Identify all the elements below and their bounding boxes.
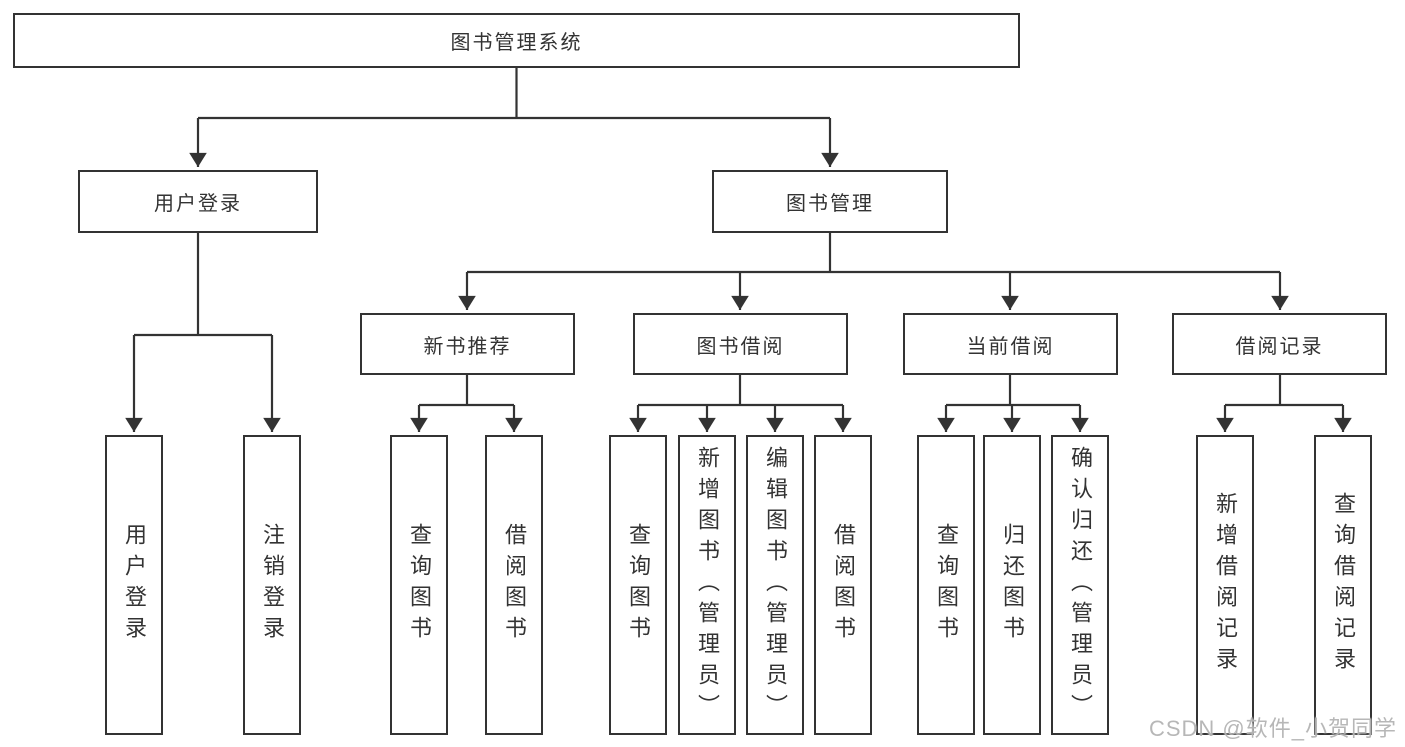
leaf-query-books: 查询图书 bbox=[917, 435, 975, 735]
leaf-logout: 注销登录 bbox=[243, 435, 301, 735]
leaf-label: 用户登录 bbox=[122, 523, 147, 647]
leaf-label: 新增借阅记录 bbox=[1213, 492, 1238, 678]
node-new-book-recommend: 新书推荐 bbox=[360, 313, 575, 375]
leaf-label: 借阅图书 bbox=[502, 523, 527, 647]
leaf-label: 查询图书 bbox=[407, 523, 432, 647]
leaf-label: 确认归还（管理员） bbox=[1068, 445, 1093, 725]
csdn-watermark: CSDN @软件_小贺同学 bbox=[1148, 716, 1397, 741]
connector-trunks bbox=[134, 68, 1343, 407]
node-book-management: 图书管理 bbox=[712, 170, 948, 233]
leaf-label: 借阅图书 bbox=[831, 523, 856, 647]
node-label: 图书借阅 bbox=[696, 335, 785, 358]
leaf-label: 查询借阅记录 bbox=[1331, 492, 1356, 678]
leaf-label: 查询图书 bbox=[934, 523, 959, 647]
leaf-label: 查询图书 bbox=[626, 523, 651, 647]
leaf-borrow-books: 借阅图书 bbox=[485, 435, 543, 735]
leaf-return-books: 归还图书 bbox=[983, 435, 1041, 735]
node-label: 新书推荐 bbox=[423, 335, 512, 358]
node-label: 借阅记录 bbox=[1235, 335, 1324, 358]
leaf-edit-books-admin: 编辑图书（管理员） bbox=[746, 435, 804, 735]
leaf-add-books-admin: 新增图书（管理员） bbox=[678, 435, 736, 735]
leaf-confirm-return-admin: 确认归还（管理员） bbox=[1051, 435, 1109, 735]
node-library-management-system: 图书管理系统 bbox=[13, 13, 1020, 68]
node-label: 图书管理系统 bbox=[450, 32, 583, 54]
leaf-query-books: 查询图书 bbox=[390, 435, 448, 735]
leaf-label: 归还图书 bbox=[1000, 523, 1025, 647]
node-label: 图书管理 bbox=[786, 193, 874, 215]
node-current-borrowing: 当前借阅 bbox=[903, 313, 1118, 375]
leaf-query-books: 查询图书 bbox=[609, 435, 667, 735]
node-label: 当前借阅 bbox=[966, 335, 1055, 358]
leaf-user-login: 用户登录 bbox=[105, 435, 163, 735]
leaf-borrow-books: 借阅图书 bbox=[814, 435, 872, 735]
leaf-label: 注销登录 bbox=[260, 523, 285, 647]
leaf-label: 编辑图书（管理员） bbox=[763, 445, 788, 725]
node-book-borrowing: 图书借阅 bbox=[633, 313, 848, 375]
node-label: 用户登录 bbox=[154, 193, 242, 215]
node-borrowing-records: 借阅记录 bbox=[1172, 313, 1387, 375]
node-user-login: 用户登录 bbox=[78, 170, 318, 233]
leaf-label: 新增图书（管理员） bbox=[695, 445, 720, 725]
leaf-add-borrow-record: 新增借阅记录 bbox=[1196, 435, 1254, 735]
leaf-query-borrow-record: 查询借阅记录 bbox=[1314, 435, 1372, 735]
